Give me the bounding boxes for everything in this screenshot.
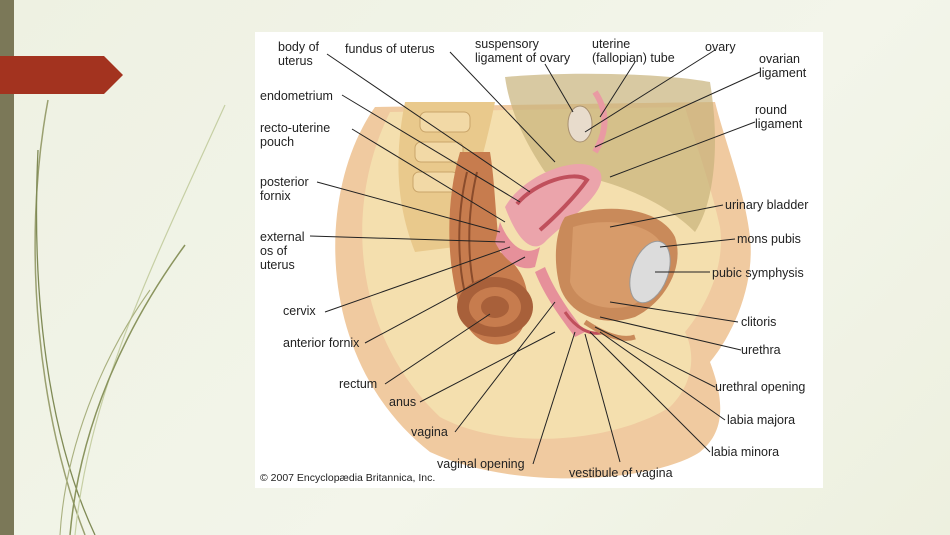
label-endometrium: endometrium: [260, 89, 333, 103]
label-clitoris: clitoris: [741, 315, 777, 329]
label-labia-majora: labia majora: [727, 413, 796, 427]
anatomy-figure: body of uterus fundus of uterus suspenso…: [255, 32, 823, 488]
label-vestibule-of-vagina: vestibule of vagina: [569, 466, 673, 480]
label-fundus-of-uterus: fundus of uterus: [345, 42, 435, 56]
anatomy-illustration: [309, 49, 761, 479]
label-suspensory-ligament: suspensory ligament of ovary: [475, 37, 571, 65]
label-anterior-fornix: anterior fornix: [283, 336, 360, 350]
label-posterior-fornix: posterior fornix: [260, 175, 309, 203]
arrow-tab: [0, 56, 123, 94]
label-pubic-symphysis: pubic symphysis: [712, 266, 804, 280]
decorative-swooshes: [34, 99, 226, 535]
label-recto-uterine-pouch: recto-uterine pouch: [260, 121, 331, 149]
label-labia-minora: labia minora: [711, 445, 780, 459]
label-external-os: external os of uterus: [260, 230, 305, 272]
label-mons-pubis: mons pubis: [737, 232, 801, 246]
label-vaginal-opening: vaginal opening: [437, 457, 525, 471]
label-anus: anus: [389, 395, 417, 409]
label-body-of-uterus: body of uterus: [278, 40, 320, 68]
label-ovarian-ligament: ovarian ligament: [759, 52, 807, 80]
copyright-notice: © 2007 Encyclopædia Britannica, Inc.: [260, 472, 436, 484]
label-urethra: urethra: [741, 343, 781, 357]
label-round-ligament: round ligament: [755, 103, 803, 131]
label-uterine-tube: uterine (fallopian) tube: [592, 37, 675, 65]
label-rectum: rectum: [339, 377, 378, 391]
label-urinary-bladder: urinary bladder: [725, 198, 809, 212]
label-vagina: vagina: [411, 425, 448, 439]
label-urethral-opening: urethral opening: [715, 380, 806, 394]
side-bar: [0, 0, 14, 535]
label-cervix: cervix: [283, 304, 316, 318]
label-ovary: ovary: [705, 40, 736, 54]
